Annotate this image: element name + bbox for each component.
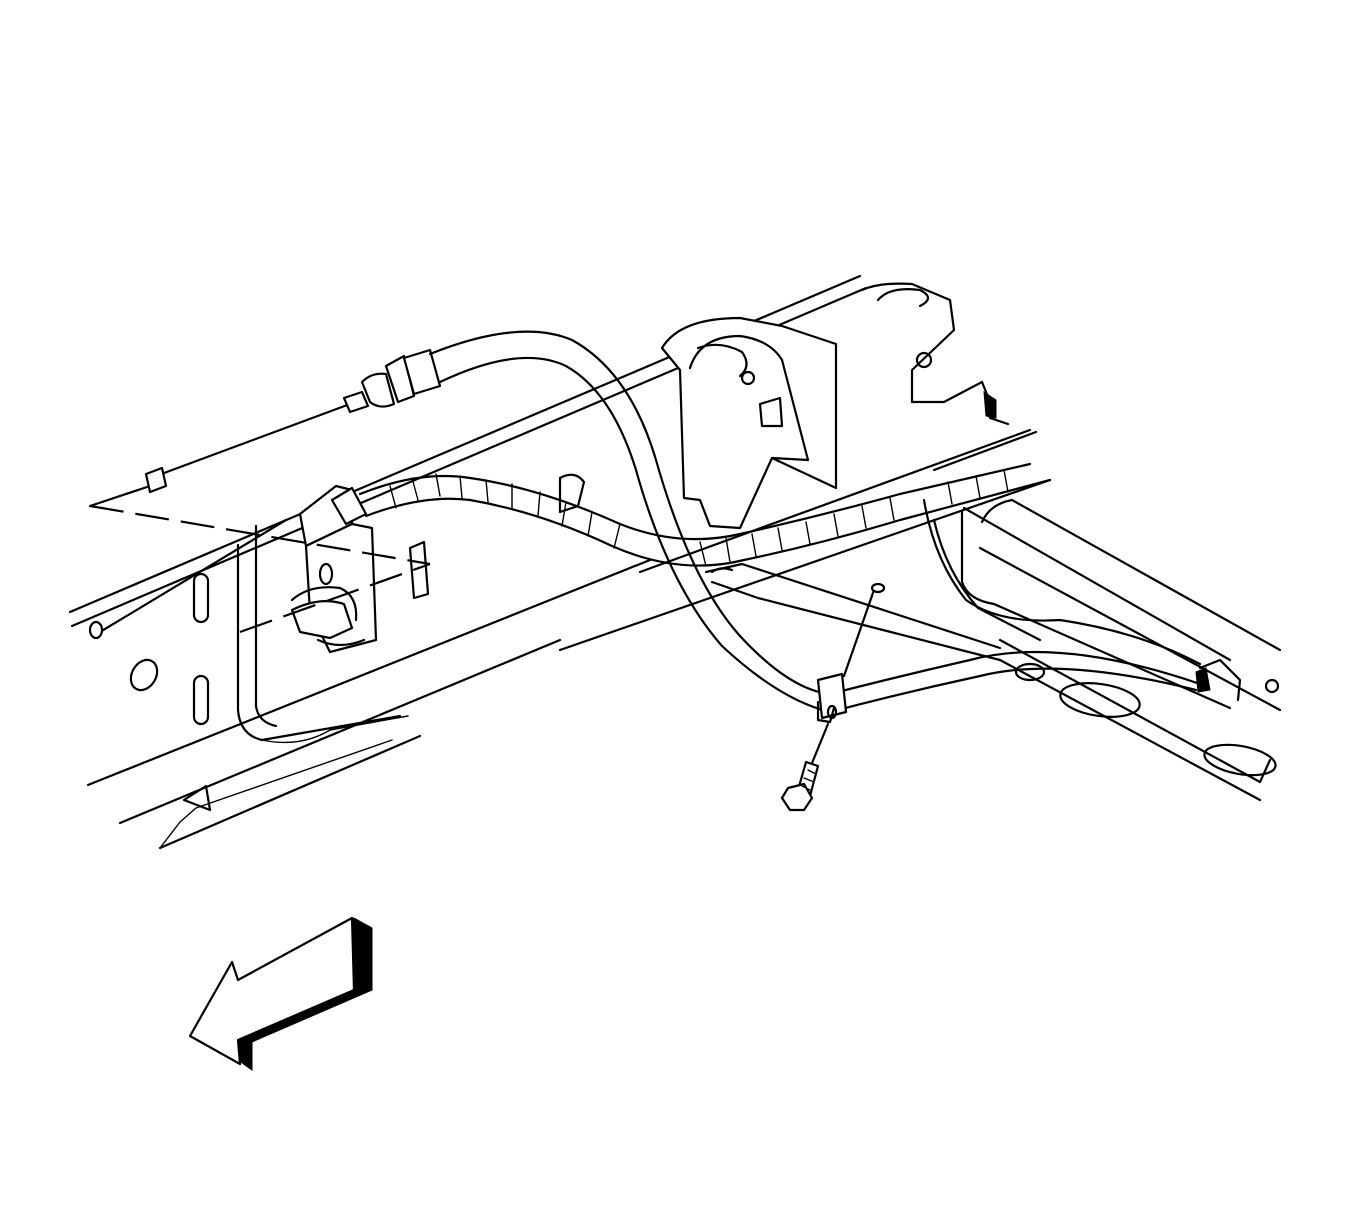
- frame-crossmember-right: [860, 282, 1282, 802]
- parking-brake-cable-front: [88, 330, 832, 714]
- parking-brake-cable-rear: [330, 462, 1202, 714]
- arrow-left-down-icon: [188, 916, 373, 1071]
- frame-bracket: [660, 316, 838, 530]
- leader-lines: [88, 484, 431, 634]
- cable-bolt: [780, 582, 886, 812]
- cable-retaining-clip: [816, 672, 848, 724]
